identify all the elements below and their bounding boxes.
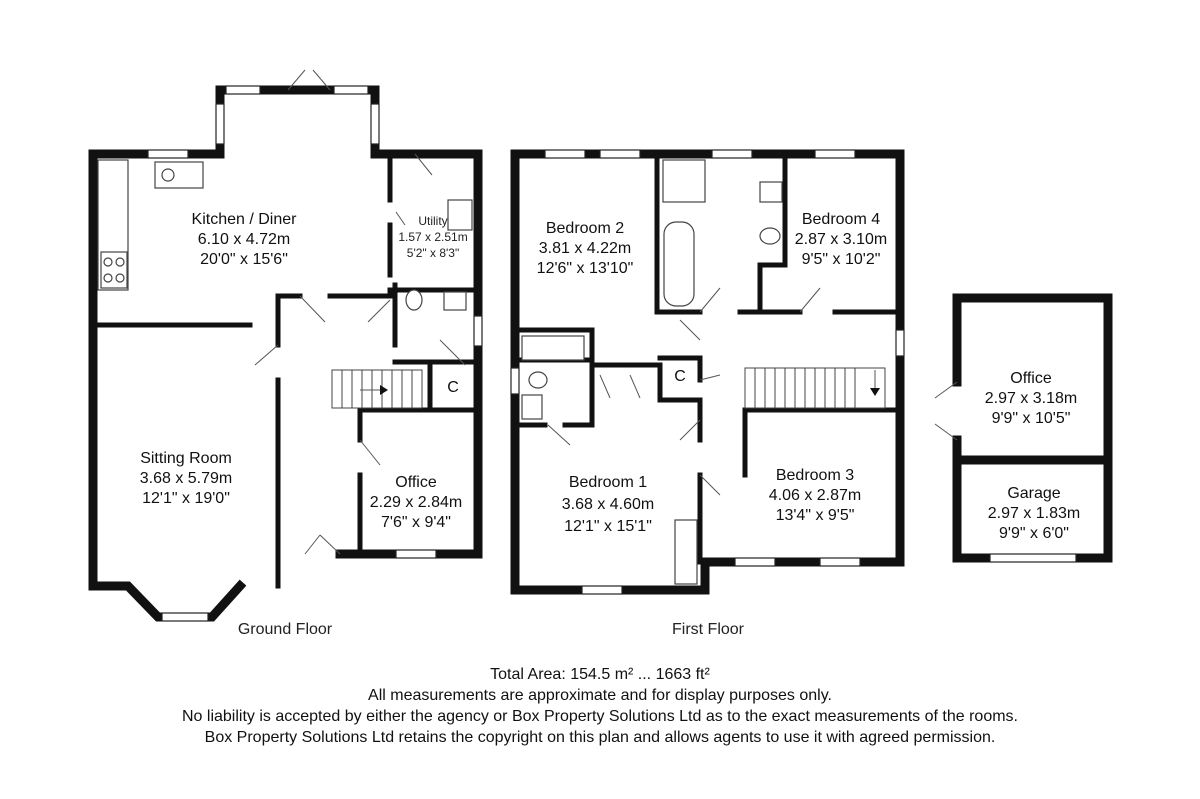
out-office-imperial: 9'9" x 10'5" xyxy=(992,410,1071,427)
sitting-imperial: 12'1" x 19'0" xyxy=(142,490,230,507)
bedroom4-name: Bedroom 4 xyxy=(802,211,880,228)
ensuite-basin xyxy=(521,394,543,420)
garage-imperial: 9'9" x 6'0" xyxy=(999,525,1069,542)
gf-window xyxy=(147,149,189,159)
gf-window xyxy=(473,315,483,347)
gf-window xyxy=(333,85,369,95)
sink-bowl xyxy=(161,168,175,182)
bedroom3-name: Bedroom 3 xyxy=(776,467,854,484)
kitchen-metric: 6.10 x 4.72m xyxy=(198,231,291,248)
ff-cupboard-label: C xyxy=(674,368,686,385)
outbuilding-plan: Office 2.97 x 3.18m 9'9" x 10'5" Garage … xyxy=(934,293,1113,563)
garage-metric: 2.97 x 1.83m xyxy=(988,505,1081,522)
out-office-metric: 2.97 x 3.18m xyxy=(985,390,1078,407)
outbuilding-door xyxy=(934,381,958,441)
utility-metric: 1.57 x 2.51m xyxy=(398,230,467,244)
ff-window xyxy=(544,149,586,159)
wardrobe xyxy=(674,519,698,585)
ff-window xyxy=(711,149,753,159)
gf-toilet xyxy=(405,289,423,311)
gf-window xyxy=(395,549,437,559)
kitchen-imperial: 20'0" x 15'6" xyxy=(200,251,288,268)
shower-tray xyxy=(662,159,706,203)
ff-window xyxy=(510,367,520,395)
disclaimer-line-1: All measurements are approximate and for… xyxy=(368,687,832,704)
gf-office-metric: 2.29 x 2.84m xyxy=(370,494,463,511)
gf-office-imperial: 7'6" x 9'4" xyxy=(381,514,451,531)
utility-name: Utility xyxy=(418,214,447,228)
ensuite-shower xyxy=(521,335,585,361)
ground-floor-label: Ground Floor xyxy=(238,621,333,638)
utility-sink xyxy=(447,199,473,231)
gf-office-name: Office xyxy=(395,474,437,491)
bedroom2-name: Bedroom 2 xyxy=(546,220,624,237)
disclaimer-line-2: No liability is accepted by either the a… xyxy=(182,708,1018,725)
first-floor-plan: Bedroom 2 3.81 x 4.22m 12'6" x 13'10" Be… xyxy=(510,149,905,638)
gf-window xyxy=(370,103,380,145)
gf-basin xyxy=(443,291,467,311)
plan-footer: Total Area: 154.5 m² ... 1663 ft² All me… xyxy=(0,664,1200,748)
gf-outer-wall-left xyxy=(88,149,247,622)
garage-name: Garage xyxy=(1007,485,1060,502)
ff-window xyxy=(734,557,776,567)
bedroom4-metric: 2.87 x 3.10m xyxy=(795,231,888,248)
sitting-metric: 3.68 x 5.79m xyxy=(140,470,233,487)
garage-door xyxy=(989,553,1077,563)
ff-window xyxy=(814,149,856,159)
ground-floor-plan: Kitchen / Diner 6.10 x 4.72m 20'0" x 15'… xyxy=(88,69,483,638)
gf-bay-window xyxy=(161,612,209,622)
first-floor-label: First Floor xyxy=(672,621,745,638)
hob-ring xyxy=(103,273,113,283)
gf-cupboard-label: C xyxy=(447,379,459,396)
utility-imperial: 5'2" x 8'3" xyxy=(407,246,459,260)
ff-staircase xyxy=(744,367,886,409)
ensuite-toilet xyxy=(528,371,548,389)
gf-door xyxy=(254,69,466,555)
gf-staircase xyxy=(331,369,423,409)
bedroom1-metric: 3.68 x 4.60m xyxy=(562,496,655,513)
out-office-name: Office xyxy=(1010,370,1052,387)
bedroom3-metric: 4.06 x 2.87m xyxy=(769,487,862,504)
bedroom2-imperial: 12'6" x 13'10" xyxy=(537,260,634,277)
bedroom2-metric: 3.81 x 4.22m xyxy=(539,240,632,257)
copyright-line: Box Property Solutions Ltd retains the c… xyxy=(204,729,996,746)
outbuilding-wall xyxy=(952,293,1113,563)
hob-ring xyxy=(103,257,113,267)
total-area: Total Area: 154.5 m² ... 1663 ft² xyxy=(490,666,710,683)
toilet xyxy=(759,227,781,245)
ff-outer-wall xyxy=(510,149,905,595)
hob-ring xyxy=(115,257,125,267)
bedroom1-name: Bedroom 1 xyxy=(569,474,647,491)
ff-window xyxy=(895,329,905,357)
kitchen-name: Kitchen / Diner xyxy=(192,211,298,228)
sitting-name: Sitting Room xyxy=(140,450,232,467)
kitchen-hob xyxy=(100,251,128,289)
bedroom1-imperial: 12'1" x 15'1" xyxy=(564,518,652,535)
gf-internal-walls xyxy=(90,151,481,589)
ff-window xyxy=(581,585,623,595)
gf-window xyxy=(215,103,225,145)
ff-window xyxy=(819,557,861,567)
ff-window xyxy=(599,149,641,159)
ff-door xyxy=(547,287,821,496)
gf-window xyxy=(225,85,261,95)
bedroom4-imperial: 9'5" x 10'2" xyxy=(802,251,881,268)
hob-ring xyxy=(115,273,125,283)
bedroom3-imperial: 13'4" x 9'5" xyxy=(776,507,855,524)
basin xyxy=(759,181,783,203)
bath xyxy=(663,221,695,307)
